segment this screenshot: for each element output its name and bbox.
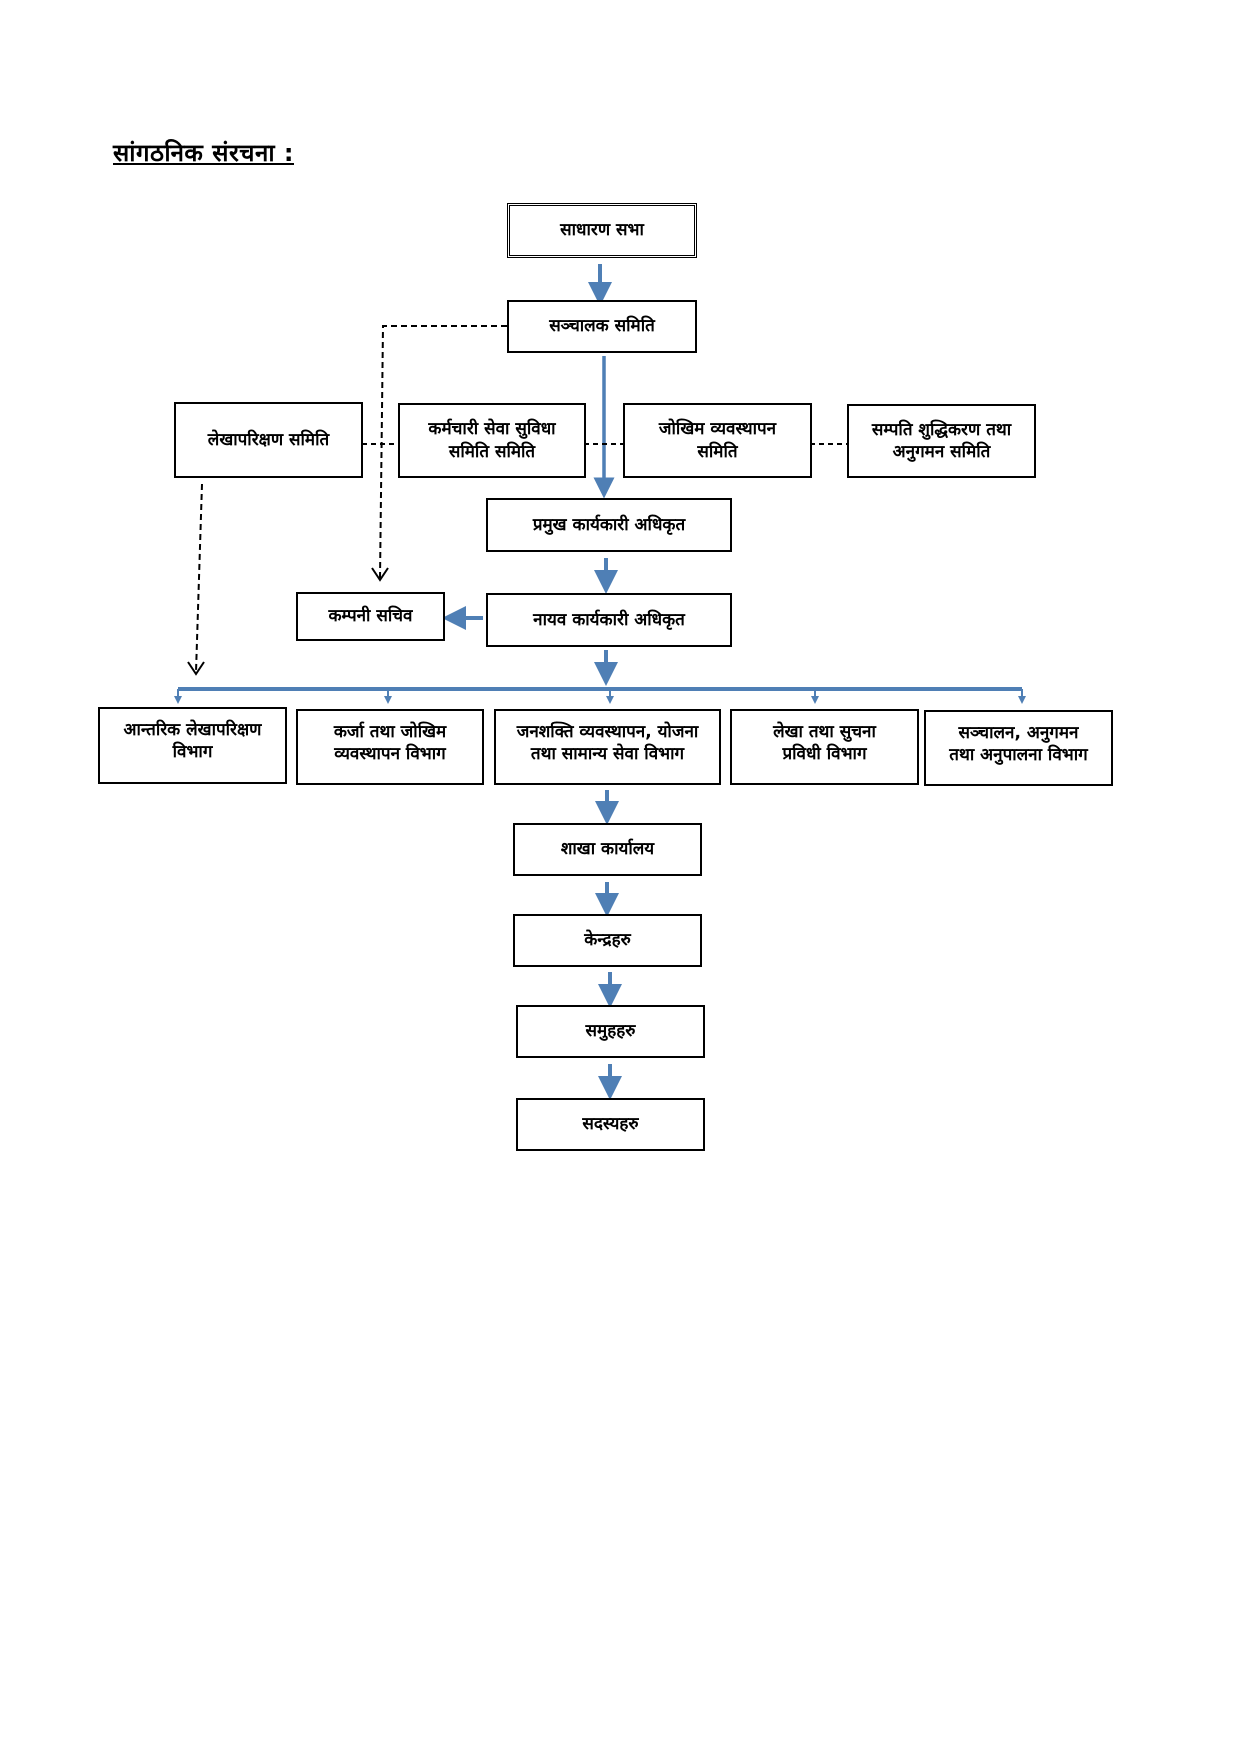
box-centers: केन्द्रहरु	[513, 914, 702, 967]
box-aml-committee: सम्पति शुद्धिकरण तथा अनुगमन समिति	[847, 404, 1036, 478]
box-dept-operations: सञ्चालन, अनुगमन तथा अनुपालना विभाग	[924, 710, 1113, 786]
box-branch-office: शाखा कार्यालय	[513, 823, 702, 876]
box-members: सदस्यहरु	[516, 1098, 705, 1151]
dashed-audit-to-internal-audit	[195, 483, 203, 673]
box-ceo: प्रमुख कार्यकारी अधिकृत	[486, 498, 732, 552]
dashed-arrowhead	[187, 661, 205, 676]
box-audit-committee: लेखापरिक्षण समिति	[174, 402, 363, 478]
page-title: सांगठनिक संरचना :	[113, 139, 294, 167]
box-deputy-ceo: नायव कार्यकारी अधिकृत	[486, 593, 732, 647]
box-company-secretary: कम्पनी सचिव	[296, 592, 445, 641]
box-dept-accounts-it: लेखा तथा सुचना प्रविधी विभाग	[730, 709, 919, 785]
box-staff-welfare-committee: कर्मचारी सेवा सुविधा समिति समिति	[398, 403, 586, 478]
box-general-assembly: साधारण सभा	[507, 203, 697, 258]
box-risk-management-committee: जोखिम व्यवस्थापन समिति	[623, 403, 812, 478]
box-dept-hr-planning: जनशक्ति व्यवस्थापन, योजना तथा सामान्य से…	[494, 709, 721, 785]
dashed-arrowhead	[371, 567, 389, 582]
box-dept-internal-audit: आन्तरिक लेखापरिक्षण विभाग	[98, 707, 287, 784]
dashed-board-to-secretary	[379, 325, 507, 579]
box-board-of-directors: सञ्चालक समिति	[507, 300, 697, 353]
box-dept-credit-risk: कर्जा तथा जोखिम व्यवस्थापन विभाग	[296, 709, 484, 785]
box-groups: समुहहरु	[516, 1005, 705, 1058]
